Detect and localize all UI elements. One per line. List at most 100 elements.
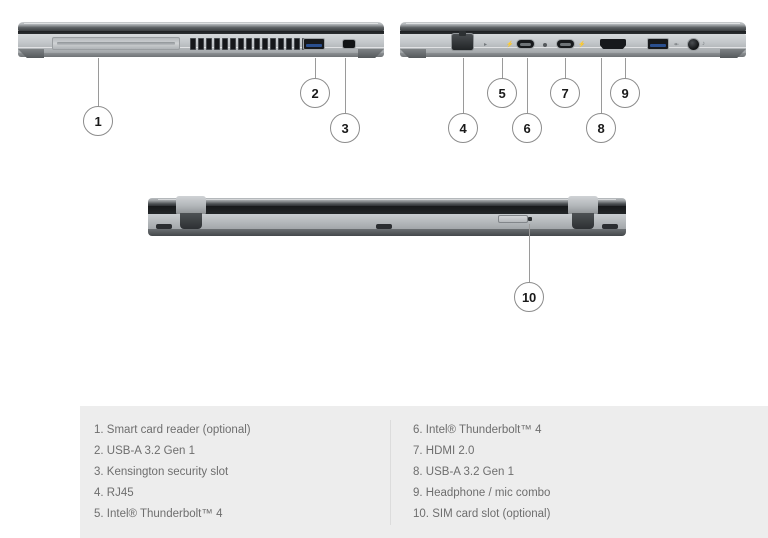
- legend-number: 8.: [413, 466, 423, 478]
- callout-number: 3: [341, 120, 349, 136]
- leader-line-10: [529, 224, 530, 282]
- legend-number: 3.: [94, 466, 104, 478]
- legend-number: 4.: [94, 487, 104, 499]
- callout-number: 5: [498, 85, 506, 101]
- leader-line-9: [625, 58, 626, 78]
- leader-line-8: [601, 58, 602, 113]
- leader-line-5: [502, 58, 503, 78]
- callout-1[interactable]: 1: [83, 106, 113, 136]
- port-legend-panel: 1. Smart card reader (optional) 2. USB-A…: [80, 406, 768, 538]
- leader-line-6: [527, 58, 528, 113]
- callout-number: 2: [311, 85, 319, 101]
- legend-item: 7. HDMI 2.0: [413, 441, 713, 462]
- legend-label: Headphone / mic combo: [425, 487, 551, 499]
- laptop-lid-edge: [400, 22, 746, 31]
- legend-label: USB-A 3.2 Gen 1: [425, 466, 515, 478]
- callout-number: 8: [597, 120, 605, 136]
- rear-display-gap: [148, 206, 626, 214]
- legend-number: 1.: [94, 424, 104, 436]
- callout-3[interactable]: 3: [330, 113, 360, 143]
- hinge-right: [568, 196, 598, 214]
- callout-10[interactable]: 10: [514, 282, 544, 312]
- rear-lid-surface: [148, 198, 626, 206]
- headphone-mic-jack: [688, 39, 699, 50]
- callout-number: 10: [521, 289, 537, 305]
- legend-column-right: 6. Intel® Thunderbolt™ 4 7. HDMI 2.0 8. …: [390, 420, 713, 525]
- right-side-view: ▸ ⚡ ⚡ ↞ ♪: [400, 22, 746, 60]
- callout-8[interactable]: 8: [586, 113, 616, 143]
- legend-item: 10. SIM card slot (optional): [413, 504, 713, 525]
- legend-number: 6.: [413, 424, 423, 436]
- base-foot-right: [358, 49, 384, 58]
- headphone-symbol-icon: ♪: [702, 41, 705, 47]
- legend-label: Intel® Thunderbolt™ 4: [425, 424, 542, 436]
- base-underside: [400, 53, 746, 57]
- legend-item: 4. RJ45: [94, 483, 390, 504]
- legend-number: 5.: [94, 508, 104, 520]
- hinge-left: [176, 196, 206, 214]
- usb-a-port-right: [648, 39, 668, 49]
- base-foot-left: [18, 49, 44, 58]
- thunderbolt-symbol-icon: ⚡: [578, 42, 586, 48]
- sim-card-slot: [498, 215, 532, 223]
- legend-label: Intel® Thunderbolt™ 4: [106, 508, 223, 520]
- leader-line-1: [98, 58, 99, 106]
- legend-item: 3. Kensington security slot: [94, 462, 390, 483]
- callout-number: 1: [94, 113, 102, 129]
- legend-item: 6. Intel® Thunderbolt™ 4: [413, 420, 713, 441]
- callout-5[interactable]: 5: [487, 78, 517, 108]
- leader-line-4: [463, 58, 464, 113]
- kensington-slot: [343, 40, 355, 48]
- smart-card-reader: [52, 37, 180, 50]
- legend-item: 5. Intel® Thunderbolt™ 4: [94, 504, 390, 525]
- callout-7[interactable]: 7: [550, 78, 580, 108]
- ethernet-symbol-icon: ▸: [484, 42, 488, 48]
- rear-view: [148, 196, 626, 238]
- legend-item: 8. USB-A 3.2 Gen 1: [413, 462, 713, 483]
- legend-column-left: 1. Smart card reader (optional) 2. USB-A…: [94, 420, 390, 525]
- rear-base-underside: [148, 229, 626, 236]
- legend-label: RJ45: [106, 487, 134, 499]
- legend-label: Smart card reader (optional): [106, 424, 251, 436]
- legend-label: HDMI 2.0: [425, 445, 475, 457]
- cooling-vents: [190, 38, 308, 50]
- legend-number: 9.: [413, 487, 423, 499]
- thunderbolt-port-2: [557, 40, 574, 48]
- legend-number: 7.: [413, 445, 423, 457]
- legend-label: SIM card slot (optional): [432, 508, 551, 520]
- callout-number: 9: [621, 85, 629, 101]
- thunderbolt-symbol-icon: ⚡: [506, 42, 514, 48]
- base-underside: [18, 53, 384, 57]
- hinge-foot-right: [572, 213, 594, 229]
- rear-vent-right: [602, 224, 618, 229]
- callout-9[interactable]: 9: [610, 78, 640, 108]
- leader-line-3: [345, 58, 346, 113]
- legend-item: 9. Headphone / mic combo: [413, 483, 713, 504]
- legend-item: 2. USB-A 3.2 Gen 1: [94, 441, 390, 462]
- hdmi-port: [600, 39, 626, 49]
- legend-label: USB-A 3.2 Gen 1: [106, 445, 196, 457]
- legend-item: 1. Smart card reader (optional): [94, 420, 390, 441]
- callout-6[interactable]: 6: [512, 113, 542, 143]
- legend-number: 2.: [94, 445, 104, 457]
- callout-number: 7: [561, 85, 569, 101]
- rear-vent-left: [156, 224, 172, 229]
- hinge-foot-left: [180, 213, 202, 229]
- callout-2[interactable]: 2: [300, 78, 330, 108]
- left-side-view: ↞: [18, 22, 384, 60]
- legend-label: Kensington security slot: [106, 466, 229, 478]
- leader-line-2: [315, 58, 316, 78]
- base-foot-left: [400, 49, 426, 58]
- legend-number: 10.: [413, 508, 429, 520]
- callout-number: 4: [459, 120, 467, 136]
- callout-number: 6: [523, 120, 531, 136]
- thunderbolt-port-1: [517, 40, 534, 48]
- leader-line-7: [565, 58, 566, 78]
- rear-vent-center: [376, 224, 392, 229]
- lid-base-gap: [18, 31, 384, 34]
- usb-symbol-icon: ↞: [674, 42, 680, 48]
- laptop-lid-edge: [18, 22, 384, 31]
- rj45-port: [452, 31, 473, 50]
- callout-4[interactable]: 4: [448, 113, 478, 143]
